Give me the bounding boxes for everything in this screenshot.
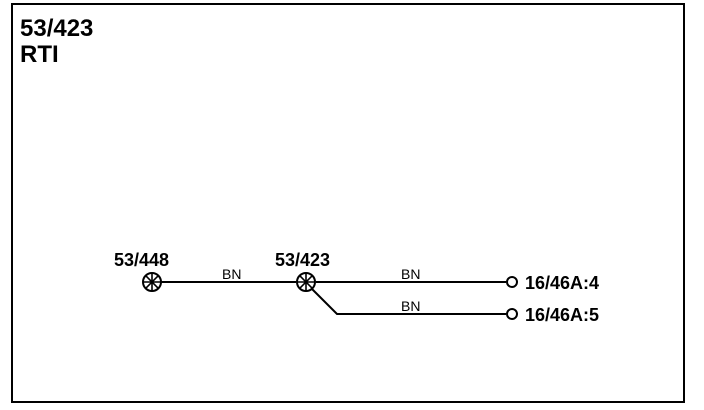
terminal-5-icon <box>506 308 518 320</box>
wire-label-top: BN <box>401 266 420 282</box>
wire-center-to-terminal-5 <box>311 288 506 315</box>
diagram-subtitle: RTI <box>20 41 59 68</box>
terminal-label-5: 16/46A:5 <box>525 305 599 325</box>
diagram-frame <box>11 3 685 403</box>
diagram-title: 53/423 <box>20 15 93 42</box>
splice-node-left-icon <box>142 272 162 292</box>
wire-label-bottom: BN <box>401 298 420 314</box>
terminal-label-4: 16/46A:4 <box>525 273 599 293</box>
splice-node-center-icon <box>296 272 316 292</box>
node-label-left: 53/448 <box>114 250 169 270</box>
wire-label-left: BN <box>222 266 241 282</box>
node-label-center: 53/423 <box>275 250 330 270</box>
terminal-4-icon <box>506 276 518 288</box>
